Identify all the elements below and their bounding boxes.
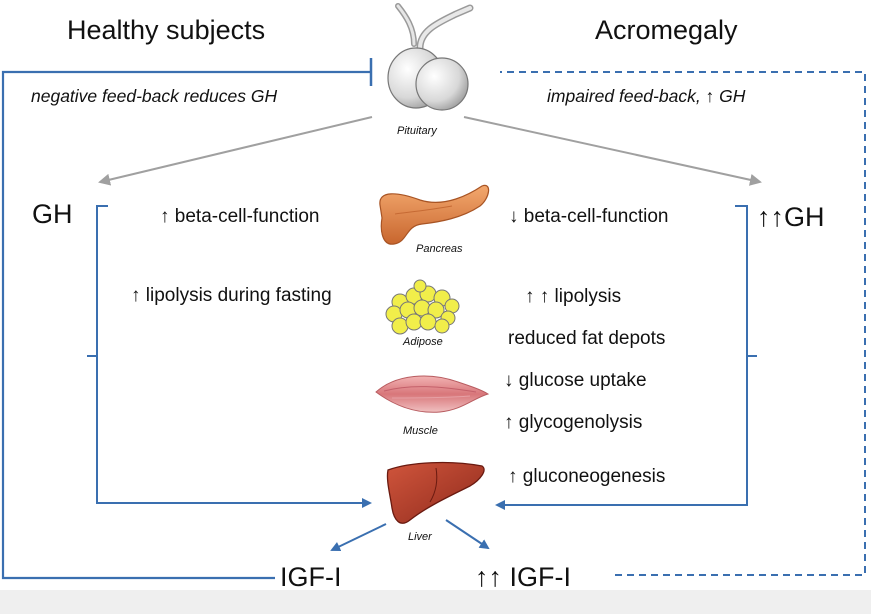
acromegaly-heading: Acromegaly [595, 15, 738, 45]
acromegaly-gluconeogenesis-text: ↑ gluconeogenesis [508, 466, 666, 487]
pancreas-icon [379, 184, 490, 245]
igf-right-label: ↑↑ IGF-I [475, 562, 571, 592]
acromegaly-lipolysis-text: ↑ ↑ lipolysis [525, 286, 622, 307]
igf-left-label: IGF-I [280, 562, 342, 592]
liver-label: Liver [408, 531, 432, 543]
adipose-label: Adipose [403, 336, 443, 348]
negative-feedback-loop [1, 58, 373, 580]
liver-icon [386, 461, 485, 524]
healthy-beta-cell-text: ↑ beta-cell-function [160, 206, 320, 227]
muscle-label: Muscle [403, 425, 438, 437]
pituitary-to-gh-arrow-left [98, 116, 373, 186]
impaired-feedback-label: impaired feed-back, ↑ GH [547, 86, 746, 106]
acromegaly-glucose-uptake-text: ↓ glucose uptake [504, 370, 647, 391]
gh-right-label: ↑↑GH [757, 202, 825, 232]
adipose-icon [385, 279, 460, 335]
healthy-bracket [87, 205, 372, 508]
pituitary-icon [387, 3, 474, 111]
pituitary-label: Pituitary [397, 125, 437, 137]
acromegaly-beta-cell-text: ↓ beta-cell-function [509, 206, 669, 227]
gh-left-label: GH [32, 199, 73, 229]
pituitary-to-gh-arrow-right [463, 116, 762, 186]
bottom-strip [0, 590, 871, 614]
liver-to-igf-arrow-right [445, 519, 490, 550]
negative-feedback-label: negative feed-back reduces GH [31, 86, 278, 106]
acromegaly-bracket [495, 205, 757, 510]
liver-to-igf-arrow-left [330, 523, 387, 552]
acromegaly-glycogenolysis-text: ↑ glycogenolysis [504, 412, 643, 433]
impaired-feedback-loop [500, 71, 866, 576]
acromegaly-fat-depots-text: reduced fat depots [508, 328, 666, 349]
healthy-subjects-heading: Healthy subjects [67, 15, 266, 45]
healthy-lipolysis-text: ↑ lipolysis during fasting [131, 285, 332, 306]
pancreas-label: Pancreas [416, 243, 463, 255]
muscle-icon [375, 375, 490, 413]
